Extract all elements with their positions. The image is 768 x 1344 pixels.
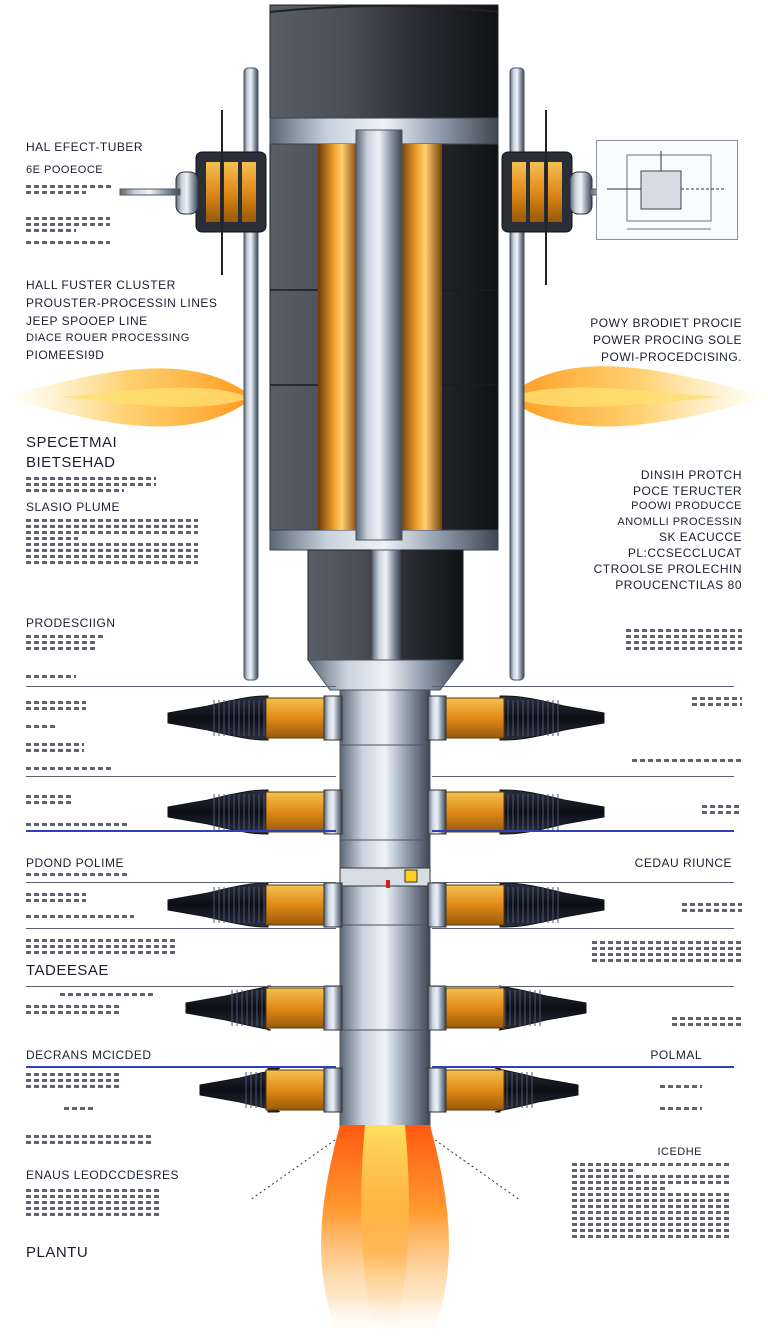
thruster-pair <box>199 1067 579 1113</box>
text-lines <box>26 1132 152 1147</box>
divider <box>26 986 336 987</box>
text-lines <box>26 1002 122 1017</box>
divider <box>432 928 734 929</box>
label-icedhe: ICEDHE <box>657 1146 702 1158</box>
label-decrans: DECRANS MCICDED <box>26 1048 152 1062</box>
text-lines <box>26 698 86 713</box>
text-lines <box>672 1014 742 1029</box>
text-lines <box>26 1070 122 1091</box>
text-lines <box>60 990 156 999</box>
text-lines <box>702 802 742 817</box>
divider <box>26 928 336 929</box>
label-r-3: POOWI PRODUCCE <box>631 500 742 512</box>
text-lines <box>592 938 742 965</box>
copper-stripe-left <box>318 144 358 530</box>
text-lines <box>26 912 134 921</box>
label-r-7: CTROOLSE PROLECHIN <box>593 562 742 576</box>
text-lines <box>26 890 86 905</box>
label-cluster-5: PIOMEESI9D <box>26 348 105 362</box>
divider <box>26 1066 336 1068</box>
label-pow-2: POWER PROCING SOLE <box>592 333 742 347</box>
thruster-pair <box>185 985 587 1031</box>
label-r-2: POCE TERUCTER <box>633 484 742 498</box>
lower-column <box>339 689 431 1131</box>
label-r-6: PL:CCSECCLUCAT <box>627 546 742 560</box>
label-pow-1: POWY BRODIET PROCIE <box>590 316 742 330</box>
text-lines <box>26 792 72 807</box>
label-plantu: PLANTU <box>26 1244 89 1261</box>
text-lines <box>26 870 130 879</box>
text-lines <box>26 672 76 681</box>
text-lines <box>660 1082 702 1091</box>
label-cluster-4: DIACE ROUER PROCESSING <box>26 332 190 344</box>
label-r-8: PROUCENCTILAS 80 <box>615 578 742 592</box>
divider <box>26 686 336 687</box>
thruster-pair <box>167 789 605 835</box>
label-plume: SLASIO PLUME <box>26 500 121 514</box>
label-cluster-1: HALL FUSTER CLUSTER <box>26 278 176 292</box>
text-lines <box>26 764 114 773</box>
text-lines <box>26 1186 162 1219</box>
thruster-pair <box>167 695 605 741</box>
text-lines <box>26 936 176 957</box>
label-r-1: DINSIH PROTCH <box>640 468 742 482</box>
label-spectral-sub: BIETSEHAD <box>26 454 116 471</box>
copper-stripe-right <box>400 144 442 530</box>
text-lines <box>26 820 130 829</box>
text-lines <box>682 900 742 915</box>
text-lines <box>626 626 742 653</box>
bottom-plume-core <box>361 1125 409 1340</box>
label-hall-sub: 6E POOEOCE <box>26 164 104 176</box>
left-pod <box>119 110 267 275</box>
divider <box>432 830 734 832</box>
text-lines <box>26 238 110 247</box>
label-polmal: POLMAL <box>650 1048 702 1062</box>
divider <box>432 986 734 987</box>
label-plume-2: PDOND POLIME <box>26 856 125 870</box>
text-lines <box>26 722 56 731</box>
label-pow-3: POWI-PROCEDCISING. <box>600 350 742 364</box>
label-r-5: SK EACUCCE <box>658 530 742 544</box>
thruster-pair <box>167 882 605 928</box>
text-lines <box>26 632 106 653</box>
center-spine <box>355 129 403 541</box>
text-lines <box>26 740 84 755</box>
divider <box>26 830 336 832</box>
label-enaus: ENAUS LEODCCDESRES <box>26 1168 180 1182</box>
divider <box>432 686 734 687</box>
right-plume-core <box>510 387 720 407</box>
text-lines <box>26 516 198 567</box>
text-lines <box>632 756 742 765</box>
divider <box>26 776 336 777</box>
text-lines <box>64 1104 94 1113</box>
label-cluster-2: PROUSTER-PROCESSIN LINES <box>26 296 218 310</box>
divider <box>432 1066 734 1068</box>
label-procession: PRODESCIIGN <box>26 616 116 630</box>
text-lines <box>660 1104 702 1113</box>
left-plume-core <box>60 387 250 407</box>
schematic-inset-right <box>596 140 738 240</box>
label-r-4: ANOMLLI PROCESSIN <box>617 516 742 528</box>
label-cedau: CEDAU RIUNCE <box>634 856 732 870</box>
text-lines <box>572 1160 732 1241</box>
label-cluster-3: JEEP SPOOEP LINE <box>26 314 148 328</box>
divider <box>432 882 734 883</box>
label-spectral: SPECETMAI <box>26 434 118 451</box>
label-hall-title: HAL EFECT-TUBER <box>26 140 144 154</box>
text-lines <box>692 694 742 709</box>
divider <box>26 882 336 883</box>
label-tadeesae: TADEESAE <box>26 962 109 979</box>
text-lines <box>26 474 156 495</box>
text-lines <box>26 214 110 235</box>
text-lines <box>26 182 112 197</box>
divider <box>432 776 734 777</box>
